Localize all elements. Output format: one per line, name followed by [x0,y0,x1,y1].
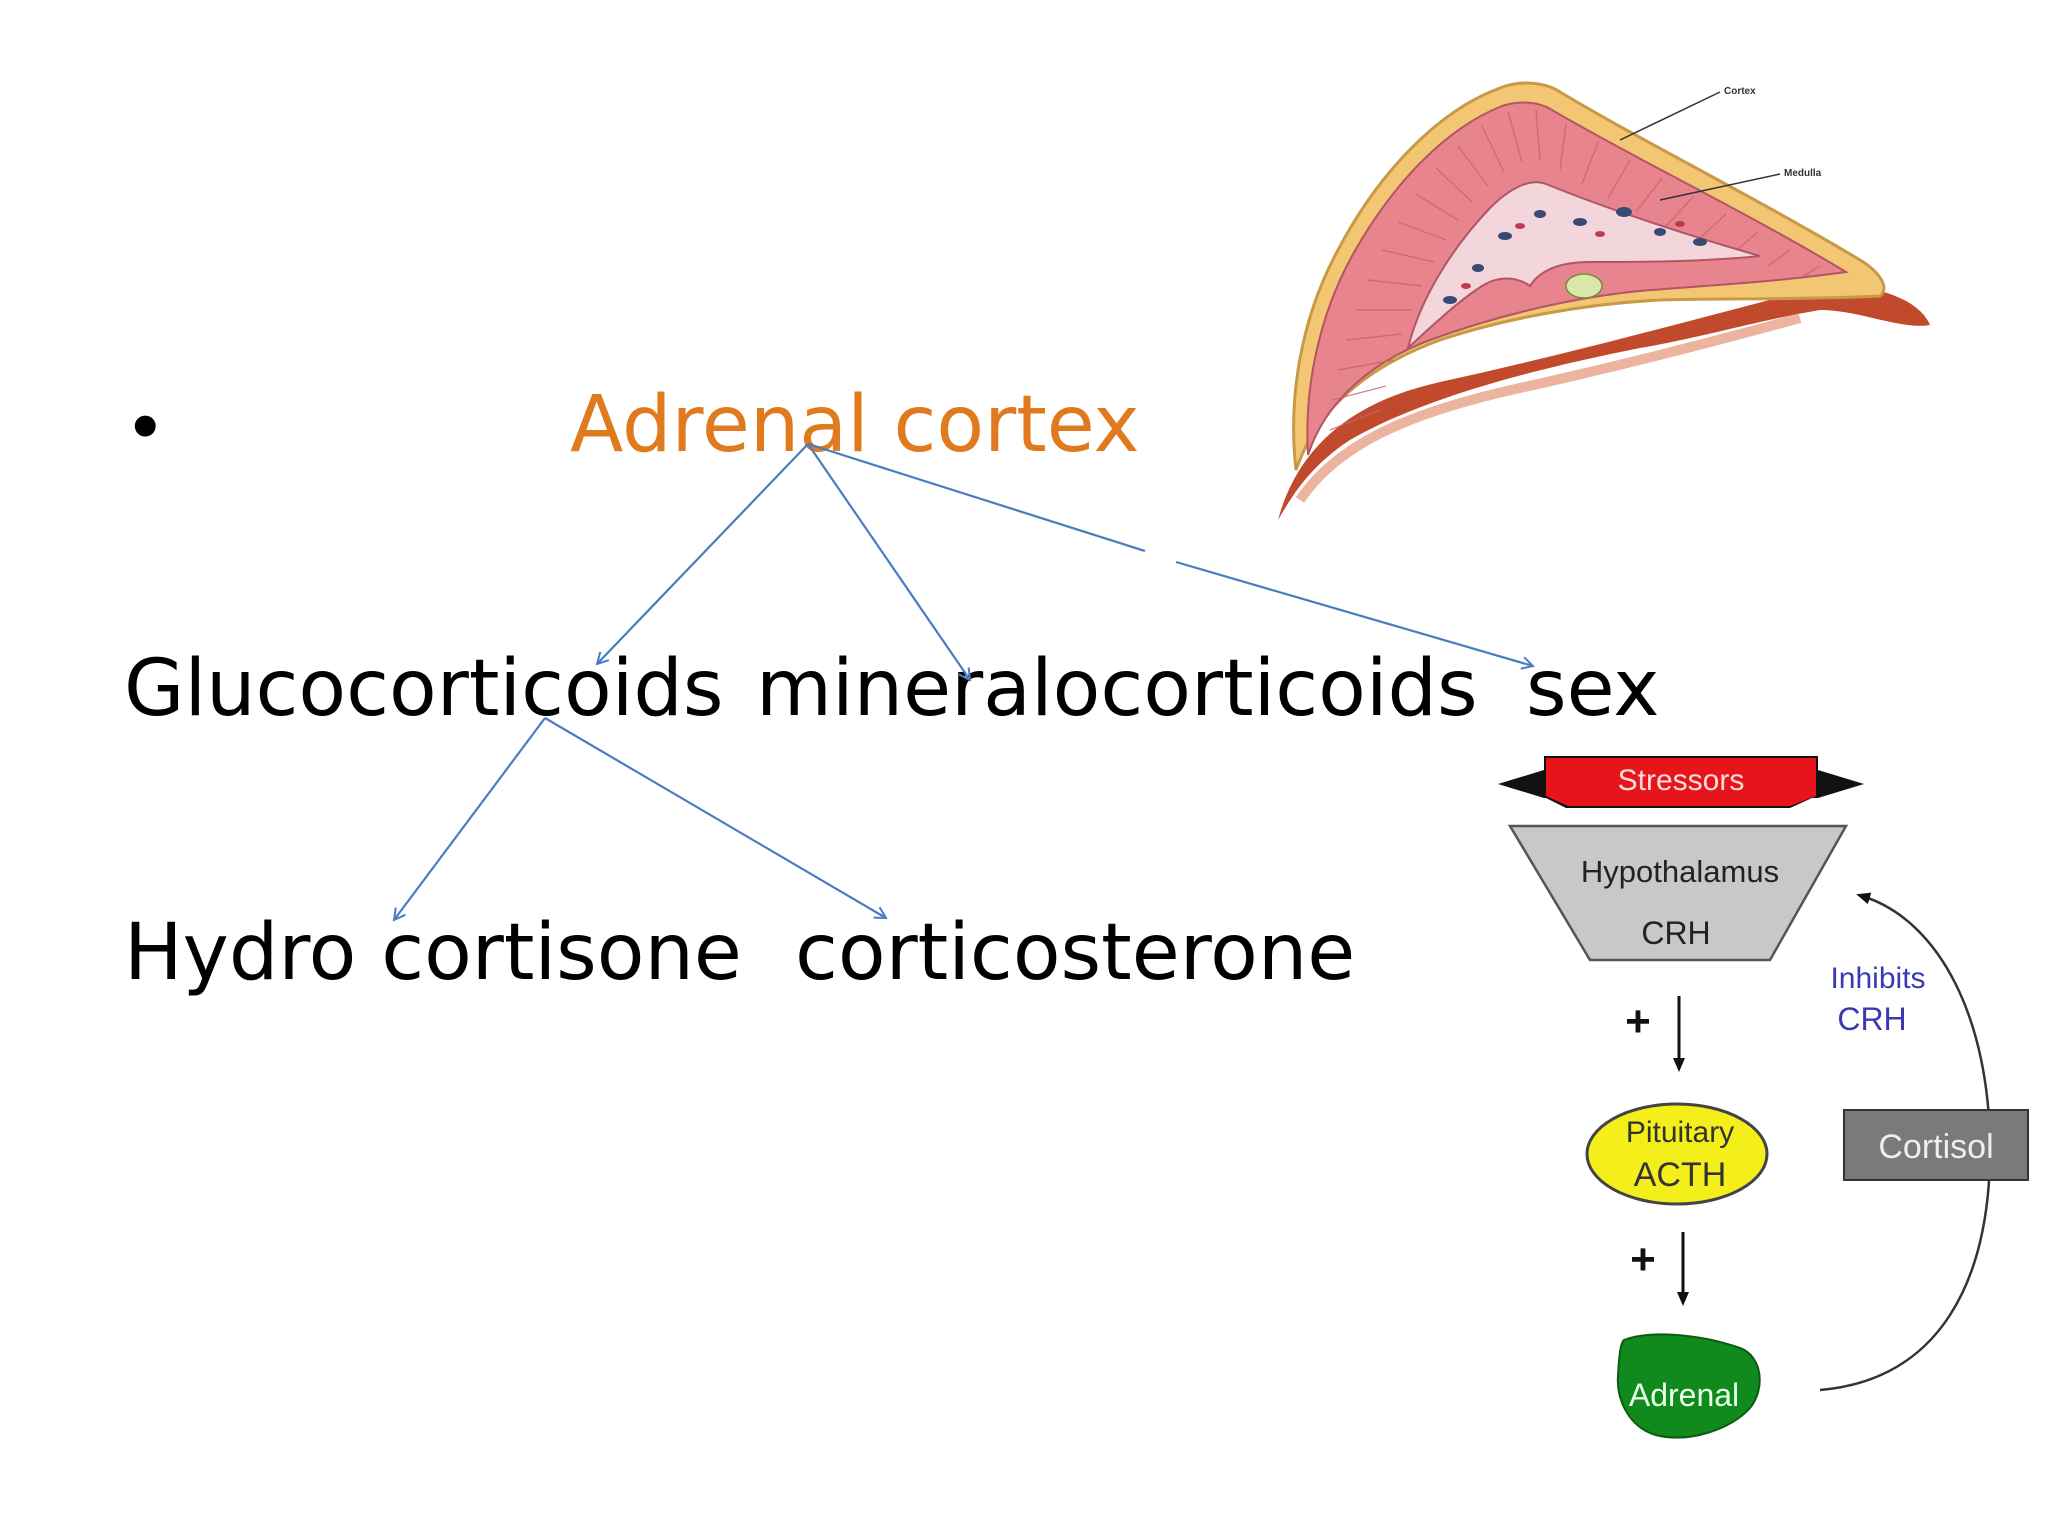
inhibits-crh-label: CRH [1837,1001,1906,1037]
inhibits-label: Inhibits [1830,962,1925,995]
hypothalamus-label: Hypothalamus [1581,854,1779,889]
arrow-root-to-glucocorticoids [597,443,809,664]
adrenal-medulla [1406,181,1761,352]
kidney-surface [1278,286,1930,520]
arrow-root-to-mineralocorticoids [807,443,970,680]
hypothalamus-box: Hypothalamus CRH [1507,824,1849,962]
cortisol-box: Cortisol [1843,1109,2029,1181]
arrow-root-to-sex-part1 [807,442,1146,553]
node-mineralocorticoids: mineralocorticoids [756,644,1478,734]
acth-label: ACTH [1634,1156,1727,1194]
cortisol-label: Cortisol [1878,1128,1993,1166]
stressors-label: Stressors [1618,764,1745,797]
node-corticosterone: corticosterone [795,908,1356,998]
pituitary-label: Pituitary [1626,1116,1734,1149]
label-cortex: Cortex [1724,86,1756,97]
stressors-box: Stressors [1498,756,1864,808]
arrow-root-to-sex-part2 [1175,560,1533,666]
label-medulla: Medulla [1784,168,1822,179]
pituitary-node: Pituitary ACTH [1585,1102,1769,1206]
crh-label: CRH [1641,915,1710,951]
node-hydrocortisone: Hydro cortisone [124,908,742,998]
bullet-point: • [124,386,167,470]
plus-sign-2: + [1630,1235,1656,1284]
arrow-gluco-to-hydrocortisone [394,717,546,920]
node-glucocorticoids: Glucocorticoids [124,644,724,734]
root-node-adrenal-cortex: Adrenal cortex [570,380,1140,470]
plus-sign-1: + [1625,997,1651,1046]
adrenal-node: Adrenal [1616,1333,1761,1439]
adrenal-label: Adrenal [1629,1377,1739,1413]
node-sex: sex [1526,644,1660,734]
arrow-gluco-to-corticosterone [544,717,886,918]
